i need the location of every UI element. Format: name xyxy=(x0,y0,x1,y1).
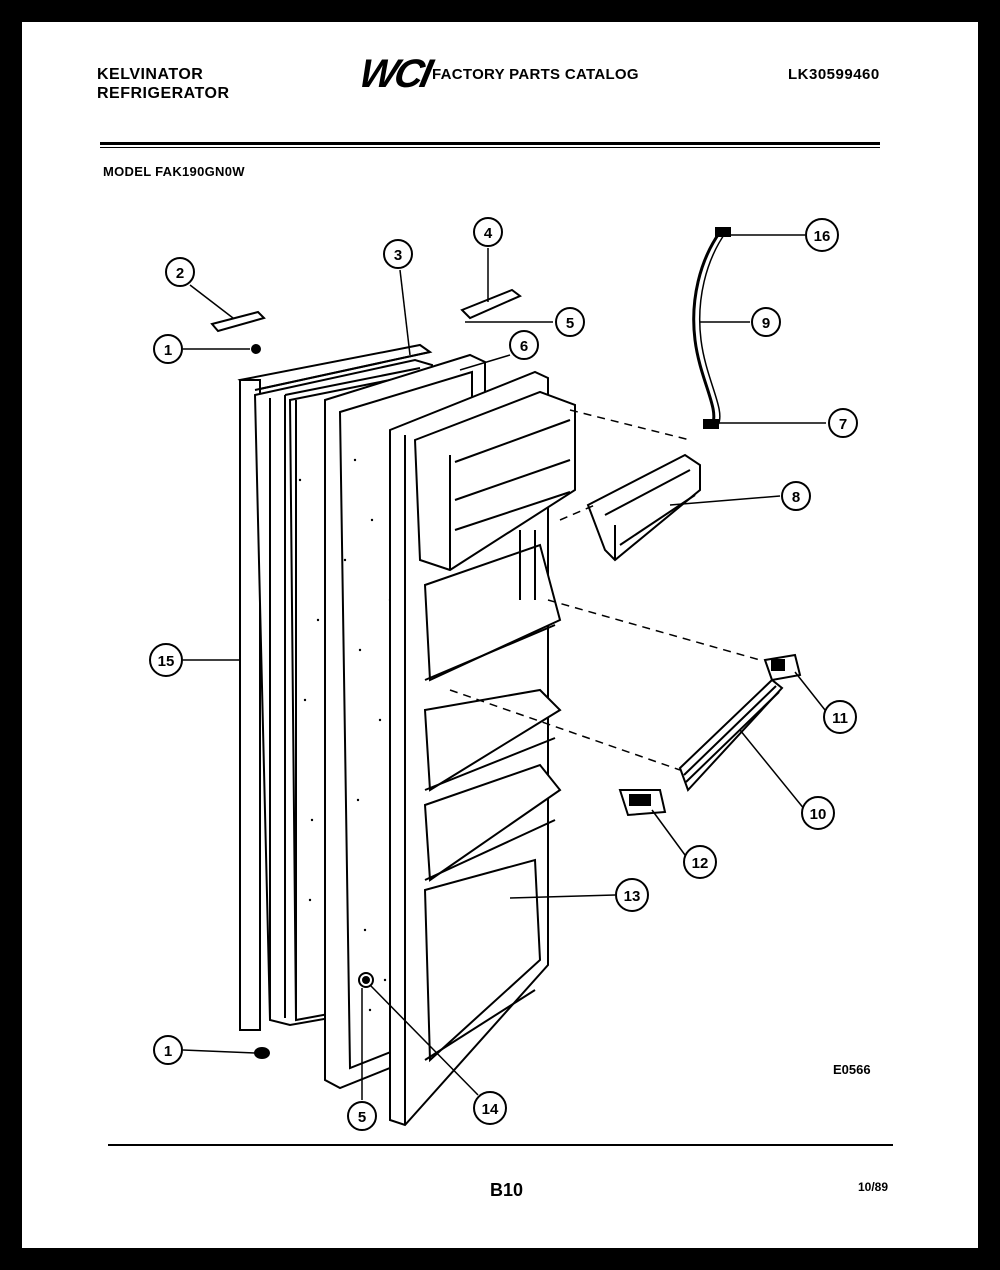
callout-leaders xyxy=(182,234,826,1100)
header-rule xyxy=(100,142,880,148)
callout-11: 11 xyxy=(823,700,857,734)
callout-markers: 1 2 3 4 5 6 16 9 xyxy=(149,217,858,1131)
part-hinge-cover-left xyxy=(210,310,266,333)
part-bracket-upper xyxy=(763,653,802,682)
svg-text:9: 9 xyxy=(762,315,770,332)
callout-8: 8 xyxy=(781,481,811,511)
callout-5-bottom: 5 xyxy=(347,1101,377,1131)
callout-12: 12 xyxy=(683,845,717,879)
svg-text:3: 3 xyxy=(394,247,402,264)
figure-code: E0566 xyxy=(833,1062,871,1077)
callout-4: 4 xyxy=(473,217,503,247)
svg-text:1: 1 xyxy=(164,342,172,359)
catalog-title: FACTORY PARTS CATALOG xyxy=(432,66,639,83)
svg-text:11: 11 xyxy=(832,710,848,727)
svg-text:10: 10 xyxy=(810,806,827,823)
brand-line-2: REFRIGERATOR xyxy=(97,85,230,102)
svg-text:13: 13 xyxy=(624,888,641,905)
part-screw-top xyxy=(251,344,261,354)
callout-10: 10 xyxy=(801,796,835,830)
svg-text:2: 2 xyxy=(176,265,184,282)
callout-2: 2 xyxy=(165,257,195,287)
part-bracket-lower xyxy=(618,789,667,817)
svg-text:5: 5 xyxy=(566,315,574,332)
callout-16: 16 xyxy=(805,218,839,252)
part-heater-wire xyxy=(692,227,731,429)
callout-15: 15 xyxy=(149,643,183,677)
callout-9: 9 xyxy=(751,307,781,337)
svg-text:14: 14 xyxy=(482,1101,499,1118)
footer-rule xyxy=(108,1144,893,1146)
part-inner-door-liner xyxy=(389,370,576,1127)
part-outer-door-panel xyxy=(237,343,433,1031)
catalog-number: LK30599460 xyxy=(788,66,880,83)
part-door-stop xyxy=(358,972,374,988)
assembly-guide-lines xyxy=(449,409,761,771)
callout-7: 7 xyxy=(828,408,858,438)
brand-line-1: KELVINATOR xyxy=(97,66,204,83)
svg-text:4: 4 xyxy=(484,225,493,242)
svg-text:5: 5 xyxy=(358,1109,366,1126)
svg-text:6: 6 xyxy=(520,338,528,355)
svg-text:12: 12 xyxy=(692,855,709,872)
callout-14: 14 xyxy=(473,1091,507,1125)
svg-text:16: 16 xyxy=(814,228,831,245)
callout-3: 3 xyxy=(383,239,413,269)
callout-6: 6 xyxy=(509,330,539,360)
callout-1-bottom: 1 xyxy=(153,1035,183,1065)
part-screw-bottom xyxy=(254,1047,270,1059)
callout-1-top: 1 xyxy=(153,334,183,364)
part-hinge-cover-right xyxy=(460,288,522,320)
part-dairy-bin xyxy=(586,453,701,562)
catalog-date: 10/89 xyxy=(858,1180,889,1194)
part-shelf-bar xyxy=(678,678,784,792)
svg-text:15: 15 xyxy=(158,653,175,670)
svg-text:7: 7 xyxy=(839,416,847,433)
svg-text:8: 8 xyxy=(792,489,800,506)
svg-text:1: 1 xyxy=(164,1043,172,1060)
page-number: B10 xyxy=(490,1180,524,1200)
model-number: MODEL FAK190GN0W xyxy=(103,164,245,179)
callout-5-top: 5 xyxy=(555,307,585,337)
callout-13: 13 xyxy=(615,878,649,912)
